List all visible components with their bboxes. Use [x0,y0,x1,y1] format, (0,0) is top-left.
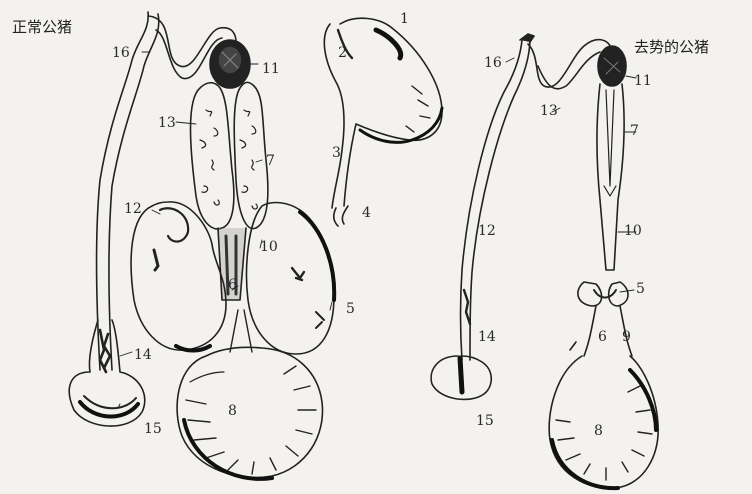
seminal-gland-right [234,82,268,228]
label-right-9: 9 [622,330,631,344]
leader-lines-right [506,58,636,292]
label-right-13: 13 [540,104,558,118]
label-right-10: 10 [624,224,642,238]
title-normal-boar: 正常公猪 [12,16,72,37]
preputial-diverticulum-castrated [431,356,491,399]
label-right-15: 15 [476,414,494,428]
penis-tube [97,12,149,370]
label-left-14: 14 [134,348,152,362]
label-left-15: 15 [144,422,162,436]
label-left-12: 12 [124,202,142,216]
label-left-2: 2 [338,46,347,60]
label-left-4: 4 [362,206,371,220]
label-right-5: 5 [636,282,645,296]
label-left-5: 5 [346,302,355,316]
label-right-7: 7 [630,124,639,138]
label-left-10: 10 [260,240,278,254]
normal-boar-diagram [69,12,442,479]
label-right-12: 12 [478,224,496,238]
testis-remnant-castrated [578,282,628,306]
title-castrated-boar: 去势的公猪 [634,36,709,57]
label-right-11: 11 [634,74,652,88]
urinary-bladder [177,310,322,479]
label-right-8: 8 [594,424,603,438]
bulbourethral-bulb [210,40,250,88]
bulbourethral-bulb-castrated [598,46,626,86]
label-left-7: 7 [266,154,275,168]
label-left-6: 6 [228,278,237,292]
penis-tube-inner [109,14,159,370]
label-left-16: 16 [112,46,130,60]
label-right-6: 6 [598,330,607,344]
label-left-1: 1 [400,12,409,26]
label-right-16: 16 [484,56,502,70]
label-left-8: 8 [228,404,237,418]
testis-left [131,202,226,351]
label-left-3: 3 [332,146,341,160]
seminal-gland-left [191,83,234,229]
preputial-diverticulum [69,320,145,426]
urinary-bladder-castrated [549,356,658,488]
label-left-11: 11 [262,62,280,76]
label-right-14: 14 [478,330,496,344]
label-left-13: 13 [158,116,176,130]
